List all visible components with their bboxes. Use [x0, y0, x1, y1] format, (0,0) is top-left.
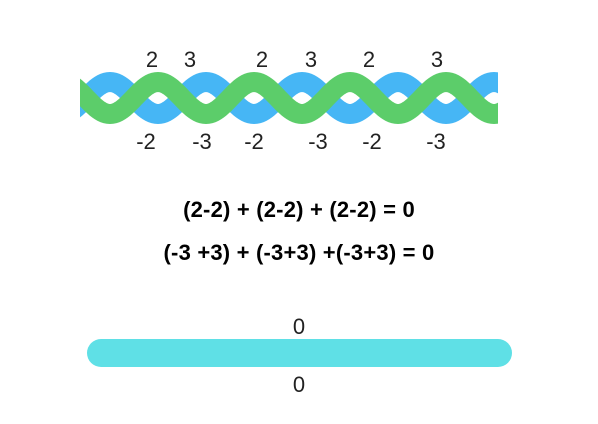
top-label: 3	[304, 47, 318, 72]
bottom-label: -2	[362, 129, 382, 154]
equation-line-2: (-3 +3) + (-3+3) +(-3+3) = 0	[163, 240, 435, 265]
top-label: 2	[362, 47, 376, 72]
flat-bar-top-label: 0	[292, 314, 306, 339]
equation-line-1: (2-2) + (2-2) + (2-2) = 0	[183, 197, 415, 222]
top-label: 3	[183, 47, 197, 72]
bottom-label: -3	[192, 129, 212, 154]
bottom-label: -3	[426, 129, 446, 154]
bottom-label: -2	[244, 129, 264, 154]
flat-bar	[87, 339, 512, 367]
bottom-label: -2	[136, 129, 156, 154]
top-label: 3	[430, 47, 444, 72]
bottom-label: -3	[308, 129, 328, 154]
green-strand	[80, 71, 498, 125]
top-label: 2	[255, 47, 269, 72]
blue-strand	[80, 71, 498, 125]
flat-bar-bottom-label: 0	[292, 372, 306, 397]
top-label: 2	[145, 47, 159, 72]
